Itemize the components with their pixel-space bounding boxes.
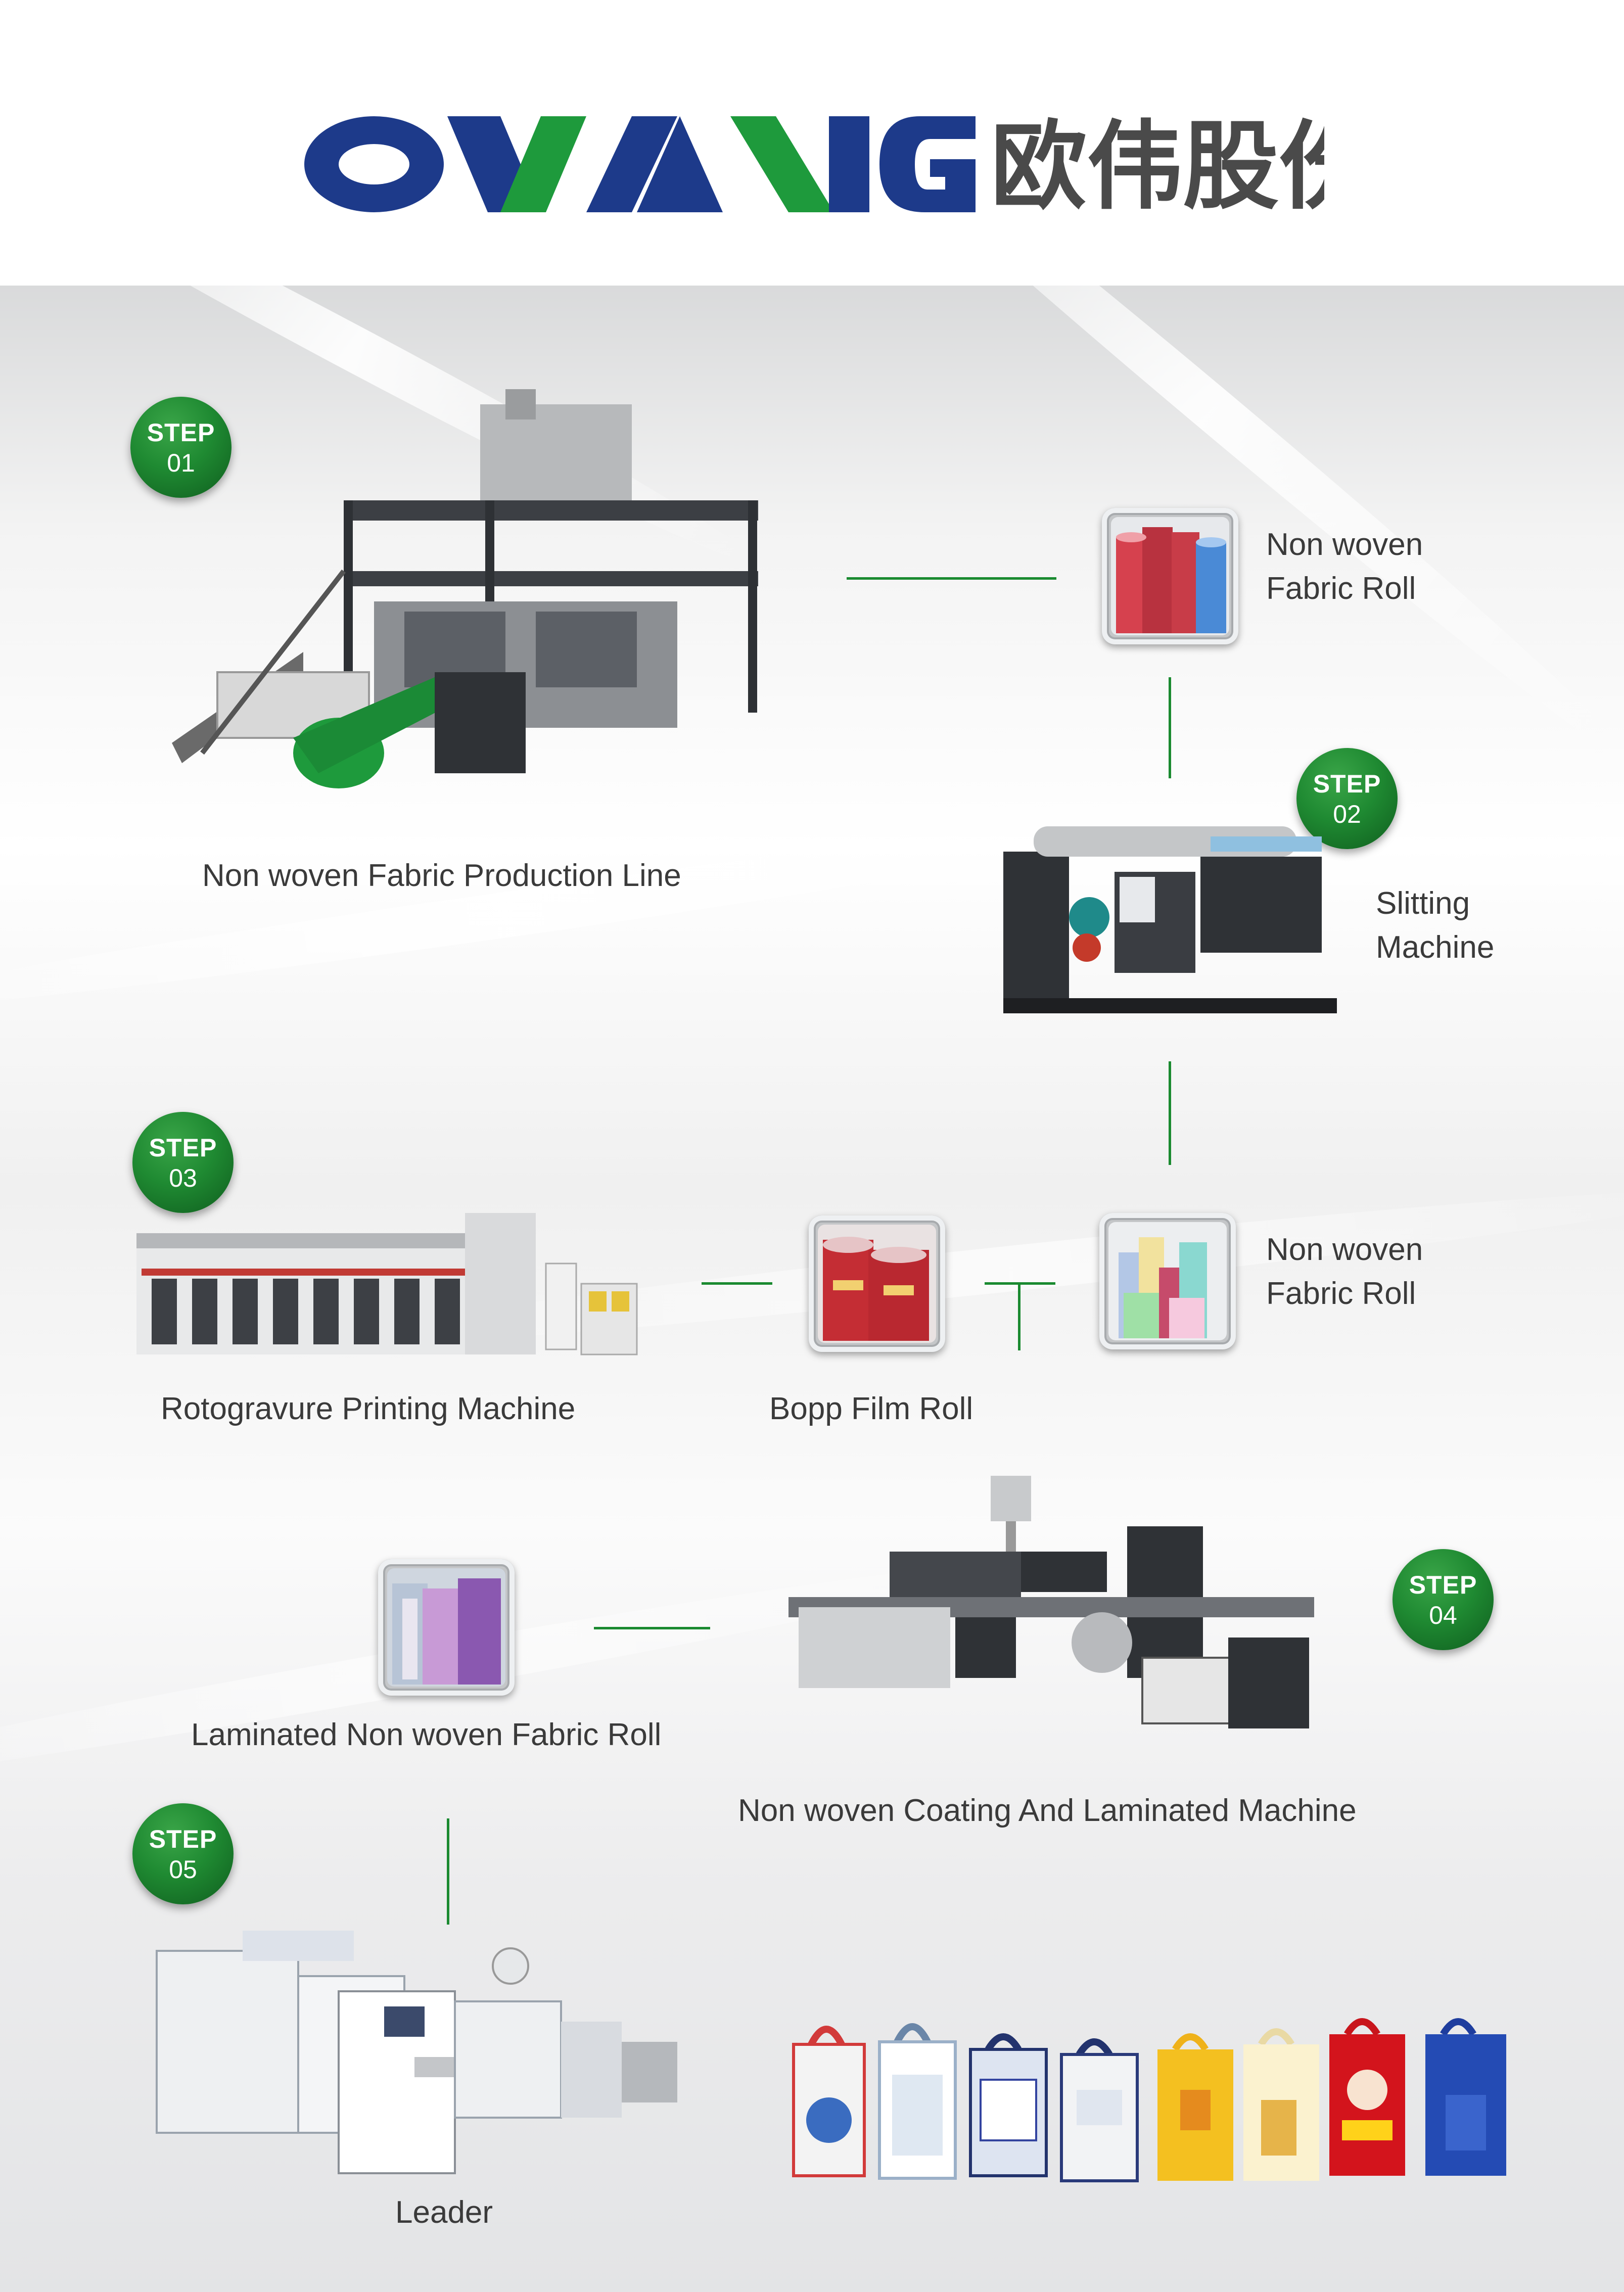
connector-line: [594, 1627, 710, 1629]
slitting-machine: [1003, 826, 1337, 1013]
non-woven-bags-products: [792, 2018, 1506, 2182]
coating-machine-label: Non woven Coating And Laminated Machine: [738, 1793, 1357, 1828]
production-line-machine: [172, 389, 758, 788]
laminated-roll-thumbnail: [378, 1559, 515, 1696]
production-line-label: Non woven Fabric Production Line: [202, 858, 681, 893]
bag-icon: [1060, 2038, 1139, 2182]
connector-line: [447, 1818, 449, 1925]
bag-icon: [1425, 2018, 1506, 2176]
connector-line: [847, 577, 1056, 580]
brand-chinese-text: 欧伟股份: [991, 111, 1324, 220]
oyang-logo: 欧伟股份: [304, 111, 1324, 220]
bag-icon: [1243, 2028, 1319, 2181]
header: 欧伟股份: [0, 0, 1624, 286]
bag-icon: [878, 2023, 957, 2180]
connector-line: [702, 1282, 772, 1285]
rotogravure-printing-machine: [136, 1213, 638, 1355]
leader-bag-making-machine: [156, 1931, 677, 2174]
fabric-roll-thumbnail: [1102, 508, 1238, 644]
coating-laminated-machine: [788, 1476, 1314, 1728]
rotogravure-label: Rotogravure Printing Machine: [161, 1391, 576, 1426]
bag-icon: [792, 2026, 866, 2177]
connector-line: [1018, 1282, 1020, 1350]
laminated-roll-label: Laminated Non woven Fabric Roll: [191, 1717, 662, 1752]
leader-label: Leader: [395, 2195, 493, 2230]
connector-line: [1169, 1061, 1171, 1165]
bopp-film-roll-thumbnail: [809, 1215, 945, 1352]
bag-icon: [1329, 2018, 1405, 2176]
connector-line: [1169, 677, 1171, 778]
fabric-roll-thumbnail: [1099, 1213, 1236, 1349]
bopp-film-roll-label: Bopp Film Roll: [769, 1391, 973, 1426]
bag-icon: [1157, 2033, 1233, 2181]
bag-icon: [969, 2033, 1048, 2177]
